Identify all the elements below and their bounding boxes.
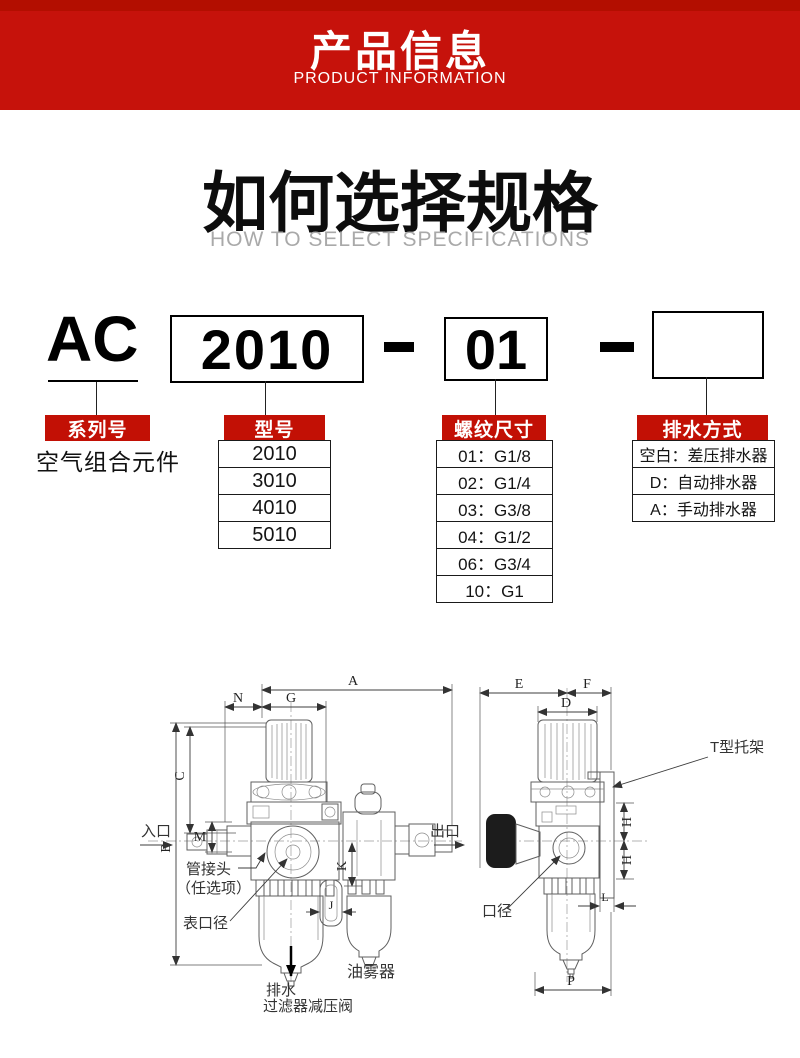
section-subtitle: HOW TO SELECT SPECIFICATIONS — [209, 228, 590, 251]
dim-G: G — [286, 691, 296, 706]
leader-line — [96, 382, 97, 415]
inlet-label: 入口 — [141, 823, 171, 840]
drain-type-table: 空白：差压排水器 D：自动排水器 A：手动排水器 — [632, 440, 775, 522]
product-info-banner: 产品信息 PRODUCT INFORMATION — [0, 0, 800, 110]
table-row: D：自动排水器 — [632, 467, 775, 495]
table-row: 2010 — [218, 440, 331, 468]
table-row: 01：G1/8 — [436, 440, 553, 468]
side-view-drawing: E F D — [479, 677, 764, 996]
side-handle — [486, 814, 516, 868]
series-underline — [48, 380, 138, 382]
dim-J: J — [329, 898, 334, 912]
leader-line — [706, 377, 707, 415]
dash-separator — [600, 342, 634, 352]
model-table: 2010 3010 4010 5010 — [218, 440, 331, 549]
series-description: 空气组合元件 — [36, 449, 180, 475]
table-row: 3010 — [218, 467, 331, 495]
model-code-drain-box — [652, 311, 764, 379]
dimension-drawing: A N G C B M K — [140, 674, 764, 1015]
thread-size-label: 螺纹尺寸 — [442, 415, 546, 441]
pipe-joint-note: （任选项） — [176, 880, 251, 897]
dash-separator — [384, 342, 414, 352]
table-row: 10：G1 — [436, 575, 553, 603]
table-row: 02：G1/4 — [436, 467, 553, 495]
leader-line — [495, 379, 496, 415]
table-row: 03：G3/8 — [436, 494, 553, 522]
front-view-drawing: A N G C B M K — [140, 674, 465, 1015]
banner-subtitle: PRODUCT INFORMATION — [293, 70, 507, 87]
dim-C: C — [173, 771, 188, 780]
drain-label: 排水 — [266, 982, 296, 999]
dim-H-lower: H — [620, 855, 635, 865]
lubricator-bowl — [346, 895, 392, 958]
dim-M: M — [194, 830, 207, 845]
dim-D: D — [561, 696, 571, 711]
dim-N: N — [233, 691, 243, 706]
dim-L: L — [601, 890, 608, 904]
dim-H-upper: H — [620, 817, 635, 827]
thread-size-table: 01：G1/8 02：G1/4 03：G3/8 04：G1/2 06：G3/4 … — [436, 440, 553, 603]
filter-regulator-label: 过滤器减压阀 — [263, 998, 353, 1015]
model-code-model-box: 2010 — [170, 315, 364, 383]
table-row: 04：G1/2 — [436, 521, 553, 549]
drain-type-label: 排水方式 — [637, 415, 768, 441]
dim-P: P — [567, 974, 575, 989]
series-label: 系列号 — [45, 415, 150, 441]
regulator-knob — [265, 719, 313, 783]
table-row: 5010 — [218, 521, 331, 549]
table-row: 4010 — [218, 494, 331, 522]
section-title: 如何选择规格 — [202, 166, 598, 240]
leader-line — [265, 381, 266, 415]
gauge-bore-label: 表口径 — [183, 915, 228, 932]
banner-title: 产品信息 — [309, 28, 490, 75]
banner-top-strip — [0, 0, 800, 11]
table-row: 空白：差压排水器 — [632, 440, 775, 468]
model-label: 型号 — [224, 415, 325, 441]
model-code-thread-box: 01 — [444, 317, 548, 381]
table-row: A：手动排水器 — [632, 494, 775, 522]
model-code-series: AC — [46, 303, 139, 375]
dim-F: F — [583, 677, 591, 692]
bore-label: 口径 — [482, 903, 512, 920]
dim-A: A — [348, 674, 359, 689]
dim-K: K — [335, 861, 350, 871]
filter-bowl — [258, 895, 324, 974]
table-row: 06：G3/4 — [436, 548, 553, 576]
lubricator-label: 油雾器 — [347, 963, 395, 981]
side-bowl — [546, 893, 596, 961]
dim-E: E — [515, 677, 524, 692]
t-bracket — [599, 771, 615, 899]
outlet-label: 出口 — [430, 823, 460, 840]
t-bracket-label: T型托架 — [710, 739, 764, 756]
pipe-joint-label: 管接头 — [186, 861, 231, 878]
